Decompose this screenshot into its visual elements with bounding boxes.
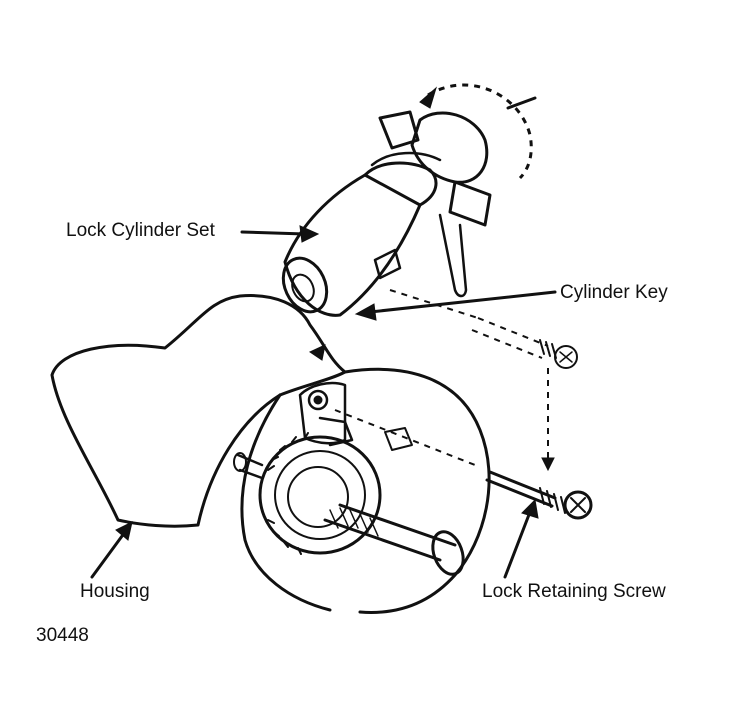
housing-shell — [50, 294, 491, 614]
label-housing: Housing — [80, 581, 150, 602]
label-lock-cylinder-set: Lock Cylinder Set — [66, 220, 216, 241]
figure-number: 30448 — [36, 625, 89, 646]
steering-column-internals — [233, 381, 465, 576]
lock-retaining-screw — [334, 289, 593, 520]
label-cylinder-key: Cylinder Key — [560, 282, 668, 303]
leader-lines — [90, 225, 557, 579]
label-lock-retaining-screw: Lock Retaining Screw — [482, 581, 666, 602]
lock-cylinder-set — [281, 83, 537, 317]
